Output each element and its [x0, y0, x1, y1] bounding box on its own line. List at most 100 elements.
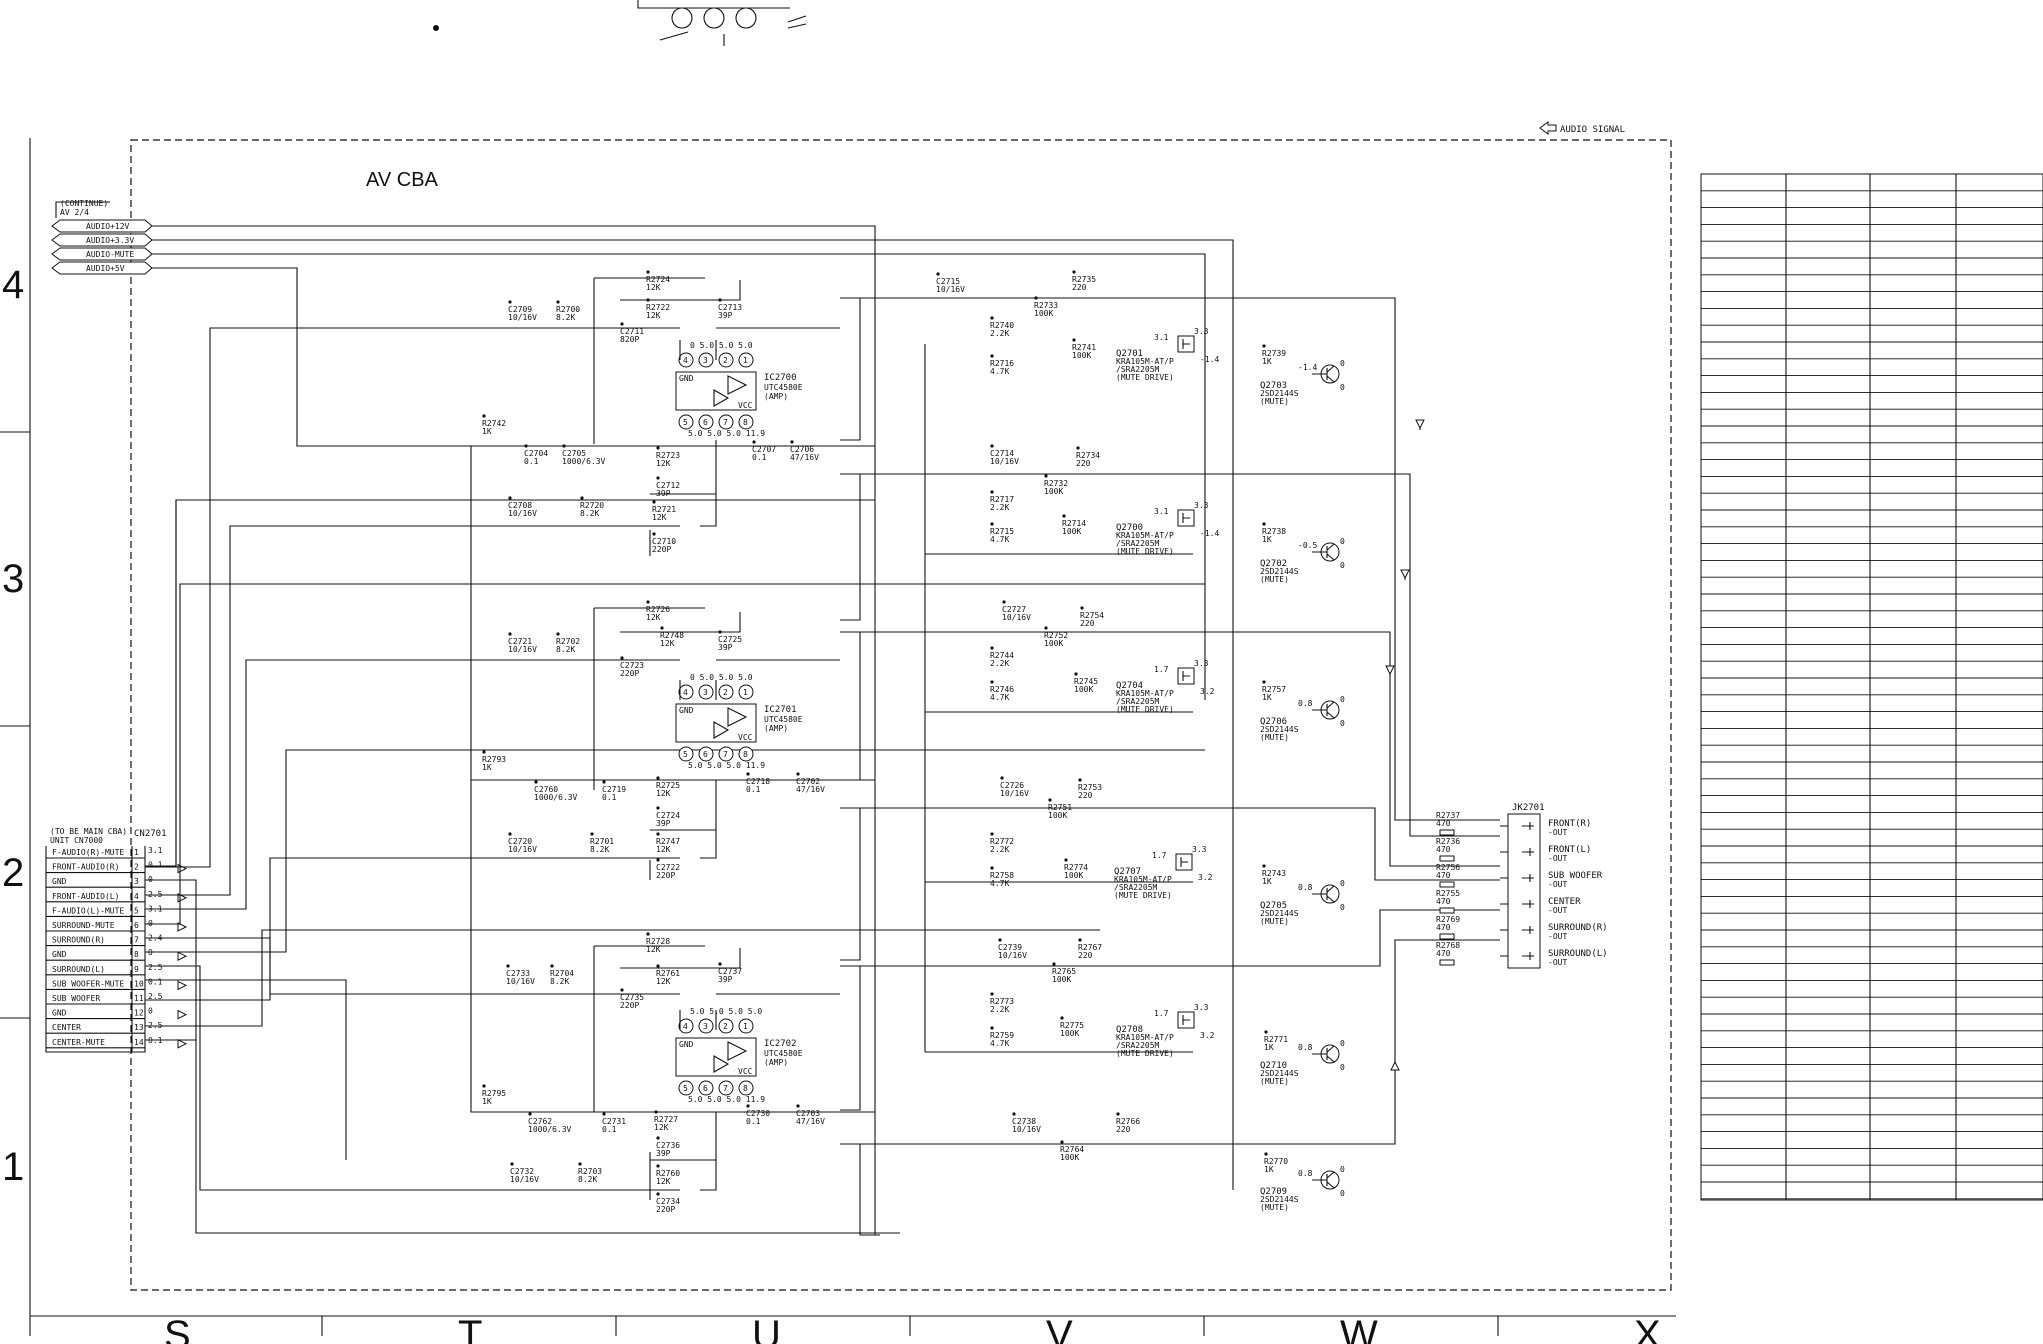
component-ref: C2721: [508, 637, 532, 646]
component-value: 10/16V: [1002, 613, 1031, 622]
component-ref: C2726: [1000, 781, 1024, 790]
signal-arrow: [177, 951, 188, 962]
connector-pin-voltage: 0.1: [148, 861, 163, 870]
component-value: 2.2K: [990, 329, 1009, 338]
component-value: 39P: [718, 643, 733, 652]
component-value: 8.2K: [550, 977, 569, 986]
mute-voltage-collector: 0: [1340, 1039, 1345, 1048]
component-ref: R2775: [1060, 1021, 1084, 1030]
component-ref: R2765: [1052, 967, 1076, 976]
connector-pin-number: 8: [134, 950, 139, 959]
transistor-role: (MUTE DRIVE): [1116, 705, 1174, 714]
component-ref: R2724: [646, 275, 670, 284]
ic-pin-number: 8: [743, 750, 748, 759]
component-ref: C2760: [534, 785, 558, 794]
jack-output-name: FRONT(R): [1548, 819, 1591, 829]
ic-ref: IC2701: [764, 705, 797, 715]
mute-drive-transistor: 3.33.1-1.4Q2700KRA105M-AT/P/SRA2205M(MUT…: [1116, 501, 1219, 556]
component-ref: R2752: [1044, 631, 1068, 640]
mute-voltage-collector: 0: [1340, 695, 1345, 704]
jack-output-suffix: -OUT: [1548, 932, 1567, 941]
drive-voltage-in: 1.7: [1154, 1009, 1169, 1018]
power-rails: [152, 225, 1234, 1235]
component-value: 220P: [620, 669, 639, 678]
component-value: 220: [1078, 791, 1093, 800]
connector-pin-number: 2: [134, 863, 139, 872]
component-ref: C2738: [1012, 1117, 1036, 1126]
component-value: 12K: [646, 283, 661, 292]
ic-ref: IC2702: [764, 1039, 797, 1049]
component-ref: C2714: [990, 449, 1014, 458]
component-value: 4.7K: [990, 535, 1009, 544]
ic-pin-number: 1: [743, 688, 748, 697]
power-port-label: AUDIO-MUTE: [86, 250, 134, 259]
component-value: 12K: [656, 789, 671, 798]
component-ref: C2713: [718, 303, 742, 312]
component-value: 39P: [656, 1149, 671, 1158]
transistor-part: 2SD2144S: [1260, 725, 1299, 734]
component-value: 39P: [718, 975, 733, 984]
component-ref: R2720: [580, 501, 604, 510]
component-value: 12K: [646, 613, 661, 622]
transistor-role: (MUTE): [1260, 917, 1289, 926]
component-value: 10/16V: [508, 313, 537, 322]
component-value: 0.1: [602, 793, 617, 802]
component-value: 1K: [1264, 1165, 1274, 1174]
connector-pin-name: SUB WOOFER: [52, 994, 100, 1003]
component-ref: C2739: [998, 943, 1022, 952]
transistor-alt: /SRA2205M: [1116, 539, 1160, 548]
connector-pin-name: SURROUND-MUTE: [52, 921, 115, 930]
zone-row-1: 1: [2, 1145, 24, 1189]
ic-ref: IC2700: [764, 373, 797, 383]
mute-voltage-collector: 0: [1340, 537, 1345, 546]
zone-row-4: 4: [2, 263, 24, 307]
component-ref: R2741: [1072, 343, 1096, 352]
transistor-ref: Q2702: [1260, 559, 1287, 569]
component-value: 2.2K: [990, 1005, 1009, 1014]
connector-pin-number: 9: [134, 965, 139, 974]
component-value: 1K: [1262, 877, 1272, 886]
component-ref: C2702: [796, 777, 820, 786]
transistor-alt: /SRA2205M: [1114, 883, 1158, 892]
transistor-ref: Q2706: [1260, 717, 1287, 727]
component-value: 12K: [652, 513, 667, 522]
component-value: 1K: [1262, 693, 1272, 702]
transistor-part: KRA105M-AT/P: [1116, 531, 1174, 540]
ic-gnd-label: GND: [679, 706, 694, 715]
component-ref: C2706: [790, 445, 814, 454]
zone-grid: 4 3 2 1 S T U V W X: [0, 138, 1676, 1344]
component-value: 1000/6.3V: [528, 1125, 572, 1134]
connector-pin-voltage: 0: [148, 948, 153, 957]
component-ref: C2735: [620, 993, 644, 1002]
component-value: 0.1: [752, 453, 767, 462]
ic-part-number: UTC4580E: [764, 715, 803, 724]
ic-part-number: UTC4580E: [764, 1049, 803, 1058]
component-value: 39P: [656, 819, 671, 828]
component-ref: C2704: [524, 449, 548, 458]
connector-pin-voltage: 0.1: [148, 977, 163, 986]
mute-drive-transistors: 3.33.1-1.4Q2701KRA105M-AT/P/SRA2205M(MUT…: [1114, 327, 1219, 1058]
component-value: 220: [1072, 283, 1087, 292]
component-value: 12K: [646, 945, 661, 954]
zone-col-u: U: [752, 1313, 781, 1344]
transistor-role: (MUTE DRIVE): [1114, 891, 1172, 900]
component-ref: R2767: [1078, 943, 1102, 952]
jack-output-suffix: -OUT: [1548, 828, 1567, 837]
